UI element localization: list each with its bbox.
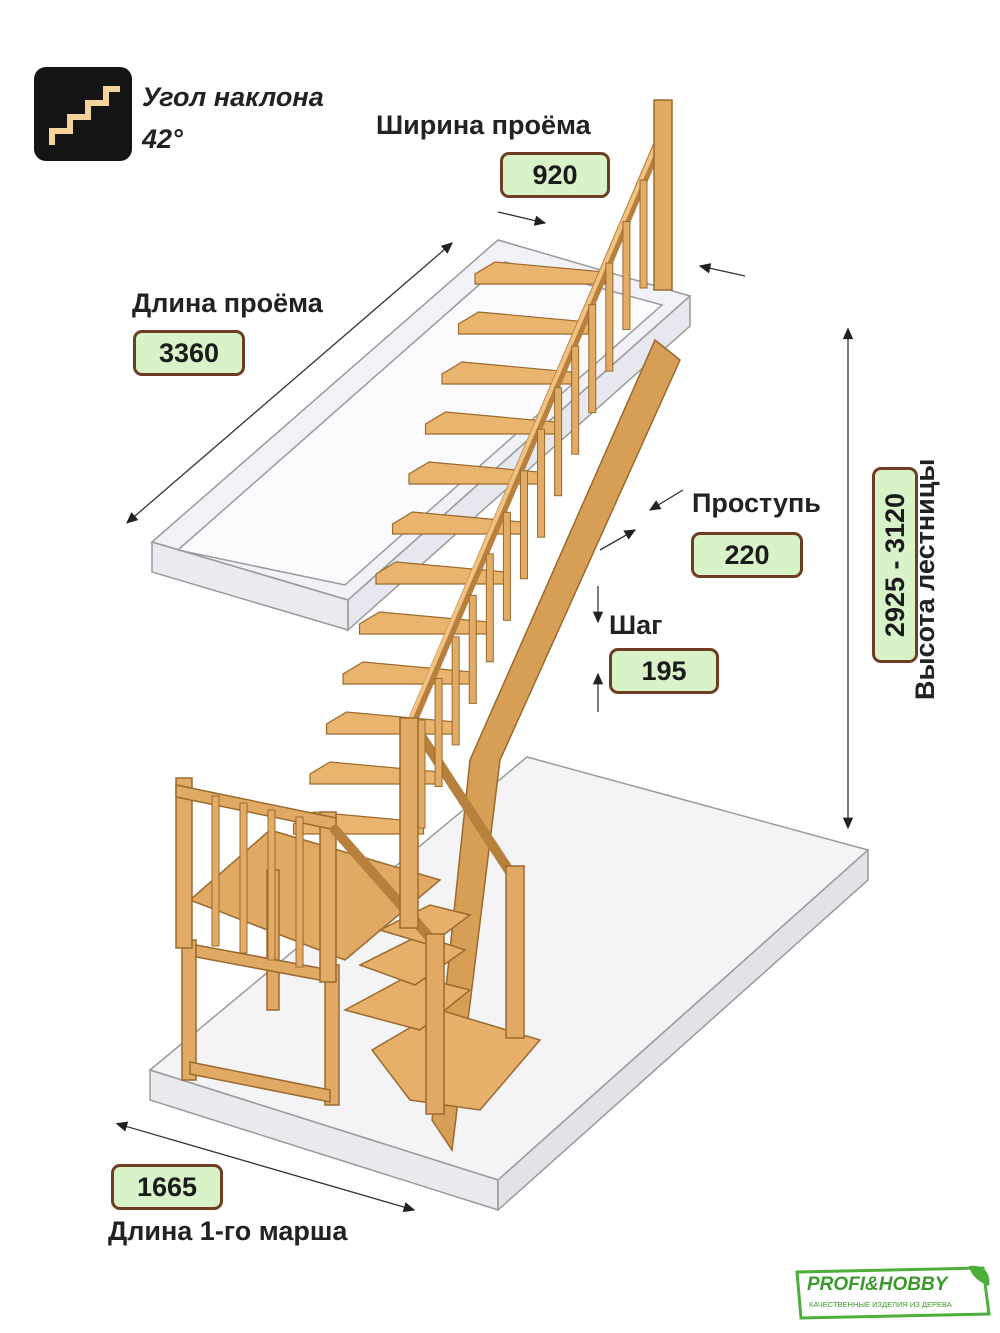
tread-value: 220 — [691, 532, 803, 578]
landing-baluster — [295, 816, 304, 968]
stairs-icon — [34, 67, 132, 161]
baluster — [605, 262, 614, 372]
opening-length-label: Длина проёма — [132, 288, 323, 318]
first-flight-value: 1665 — [111, 1164, 223, 1210]
landing-balusters — [211, 795, 304, 968]
baluster — [571, 345, 580, 455]
logo-brand: PROFI&HOBBY — [807, 1274, 948, 1295]
upper-balusters — [417, 179, 648, 829]
landing-baluster — [211, 795, 220, 947]
opening-length-value: 3360 — [133, 330, 245, 376]
tread-label: Проступь — [692, 488, 821, 518]
angle-label: Угол наклона — [142, 82, 324, 112]
step-value: 195 — [609, 648, 719, 694]
dimension-lines — [115, 211, 854, 1213]
baluster — [639, 179, 648, 289]
first-flight-label: Длина 1-го марша — [108, 1216, 348, 1246]
opening-width-value: 920 — [500, 152, 610, 198]
tread — [457, 311, 590, 335]
step-label: Шаг — [609, 610, 663, 640]
tread — [474, 261, 606, 285]
opening-width-label: Ширина проёма — [376, 110, 591, 140]
handrail-highlight — [408, 138, 660, 722]
landing-baluster — [239, 802, 248, 954]
stair-height-label: Высота лестницы — [910, 458, 940, 700]
landing-baluster — [267, 809, 276, 961]
baluster — [622, 221, 631, 331]
baluster — [537, 428, 546, 538]
brand-logo: PROFI&HOBBY КАЧЕСТВЕННЫЕ ИЗДЕЛИЯ ИЗ ДЕРЕ… — [793, 1264, 993, 1322]
baluster — [588, 304, 597, 414]
angle-value: 42° — [142, 124, 183, 154]
baluster — [451, 636, 460, 746]
newel-posts — [399, 99, 673, 1115]
baluster — [554, 387, 563, 497]
baluster — [434, 677, 443, 787]
baluster — [519, 470, 528, 580]
logo-tagline: КАЧЕСТВЕННЫЕ ИЗДЕЛИЯ ИЗ ДЕРЕВА — [809, 1300, 952, 1309]
baluster — [468, 594, 477, 704]
baluster — [502, 511, 511, 621]
angle-text: Угол наклона 42° — [142, 76, 324, 160]
baluster — [417, 719, 426, 829]
baluster — [485, 553, 494, 663]
